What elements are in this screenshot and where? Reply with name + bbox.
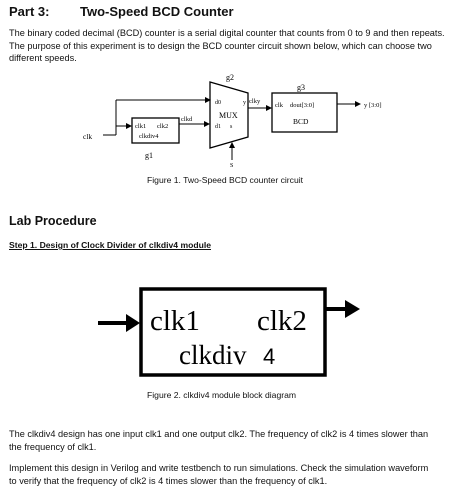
outro-p2-line-2: to verify that the frequency of clk2 is … (9, 475, 328, 486)
mux-s-label: s (230, 124, 233, 130)
section-title: Two-Speed BCD Counter (80, 4, 234, 19)
figure1-circuit-diagram: clk g2 g3 g1 d0 d1 MUX s y S clky clkd c… (83, 73, 382, 168)
clkdiv-clk1-label: clk1 (135, 123, 146, 130)
select-s-label: S (230, 163, 233, 168)
y-output-label: y [3:0] (364, 102, 382, 109)
clkdiv4-block (131, 117, 180, 144)
bcd-name-label: BCD (293, 117, 309, 126)
fig2-name-label: clkdiv (179, 340, 247, 370)
clk1-input-arrow-shaft (98, 321, 128, 325)
clk2-output-arrow-head (345, 300, 360, 318)
part-label: Part 3: (9, 4, 50, 19)
figure1-caption: Figure 1. Two-Speed BCD counter circuit (147, 175, 304, 185)
outro-p2-line-1: Implement this design in Verilog and wri… (9, 463, 429, 473)
bcd-dout-label: dout[3:0] (290, 102, 314, 109)
mux-name-label: MUX (219, 111, 238, 120)
intro-line-1: The binary coded decimal (BCD) counter i… (9, 28, 445, 38)
clkd-label: clkd (181, 116, 193, 123)
figure2-clkdiv-diagram: clk1 clk2 clkdiv 4 (98, 287, 360, 377)
lab-procedure-heading: Lab Procedure (9, 214, 97, 228)
mux-d0-label: d0 (215, 100, 221, 106)
g2-label: g2 (226, 73, 234, 82)
bcd-block (271, 92, 338, 133)
figure2-caption: Figure 2. clkdiv4 module block diagram (147, 390, 297, 400)
mux-y-label: y (243, 100, 246, 106)
intro-paragraph: The binary coded decimal (BCD) counter i… (9, 27, 467, 65)
intro-line-2: The purpose of this experiment is to des… (9, 40, 432, 51)
outro-p1-line-1: The clkdiv4 design has one input clk1 an… (9, 429, 429, 439)
clkdiv-clk2-label: clk2 (157, 123, 168, 130)
fig2-clk2-label: clk2 (257, 305, 307, 337)
clkdiv-name-label: clkdiv4 (139, 133, 159, 140)
fig2-name-suffix: 4 (263, 344, 275, 369)
clkdiv4-large-block (139, 287, 327, 377)
outro-p1-line-2: the frequency of clk1. (9, 441, 97, 452)
mux-block (209, 81, 249, 149)
clk1-input-arrow-head (126, 314, 140, 332)
clk-label: clk (83, 132, 92, 141)
g3-label: g3 (297, 83, 305, 92)
bcd-clk-label: clk (275, 102, 284, 109)
g1-label: g1 (145, 151, 153, 160)
intro-line-3: different speeds. (9, 53, 77, 63)
clky-label: clky (249, 98, 261, 105)
outro-paragraph-2: Implement this design in Verilog and wri… (9, 462, 467, 487)
mux-d1-label: d1 (215, 124, 221, 130)
step1-heading: Step 1. Design of Clock Divider of clkdi… (9, 240, 211, 250)
fig2-clk1-label: clk1 (150, 305, 200, 337)
clk2-output-arrow-shaft (325, 307, 347, 311)
outro-paragraph-1: The clkdiv4 design has one input clk1 an… (9, 428, 467, 453)
